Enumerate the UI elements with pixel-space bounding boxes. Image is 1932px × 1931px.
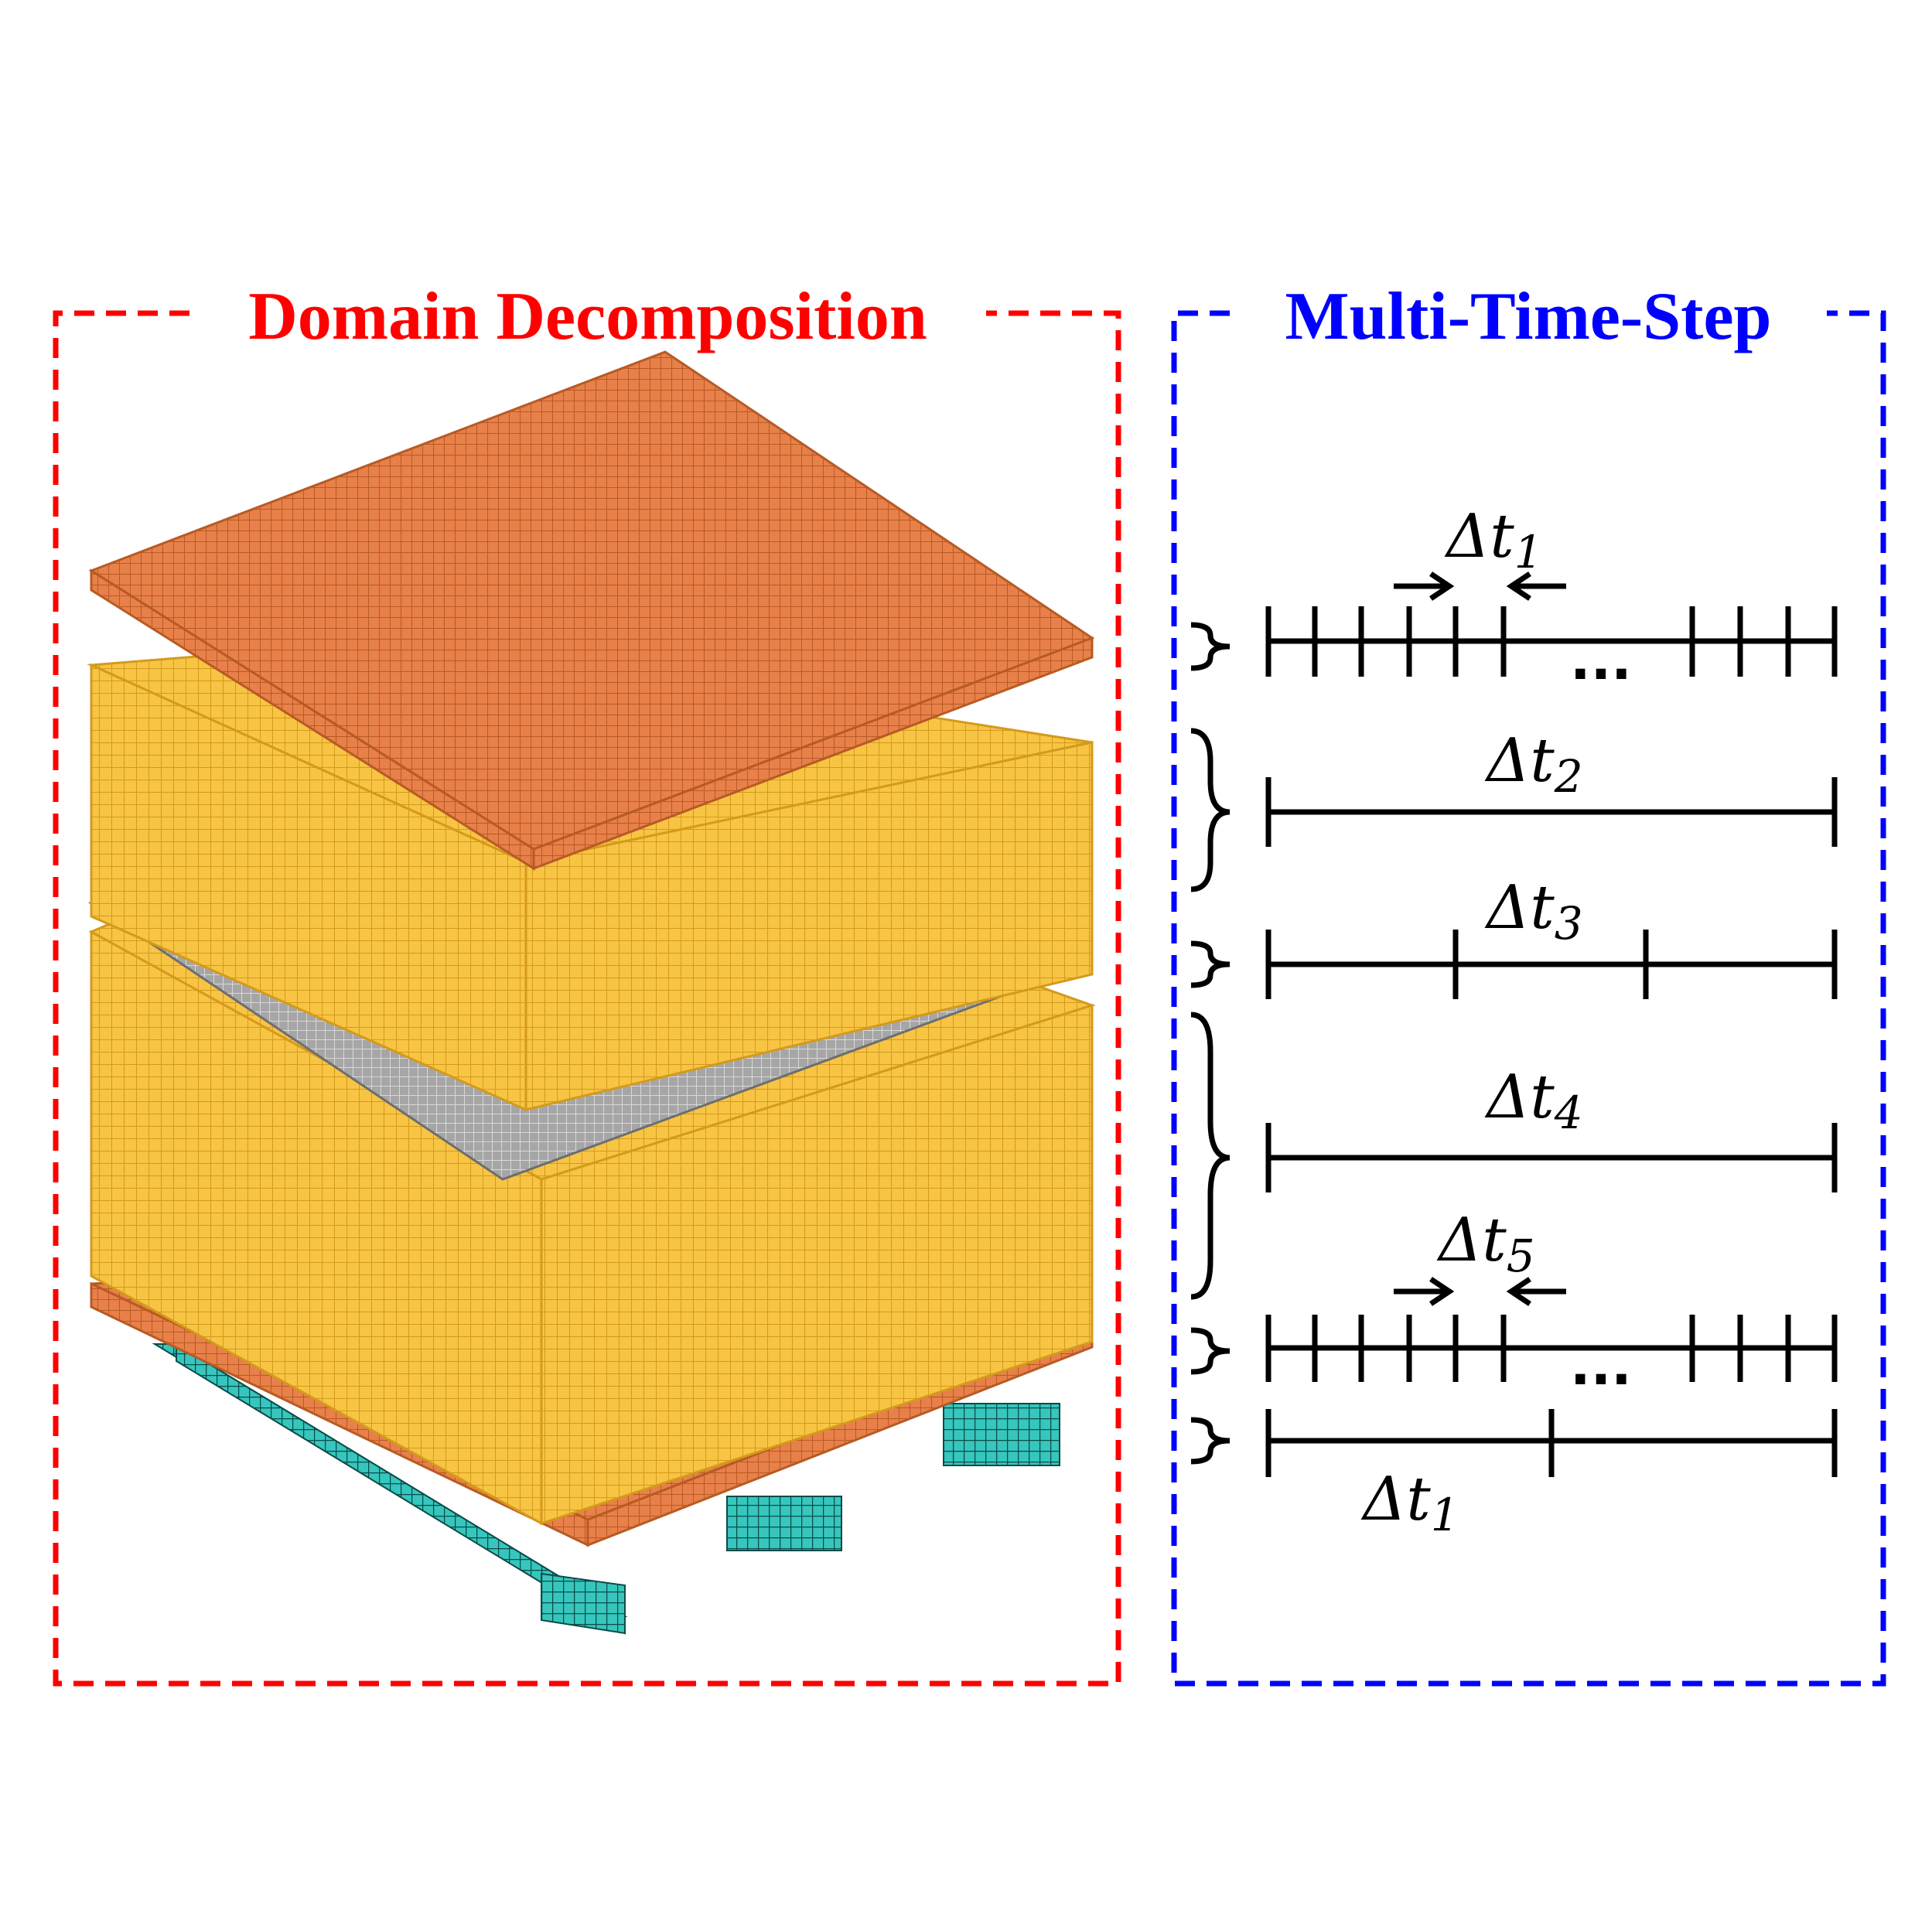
brace-1 bbox=[1190, 622, 1231, 671]
support-beams bbox=[152, 1342, 1060, 1635]
timeline-6 bbox=[1190, 1409, 1838, 1477]
domain-decomposition-panel: Domain Decomposition bbox=[53, 279, 1121, 1687]
dt1-top-label: Δt1 bbox=[1444, 502, 1543, 578]
dt2-label: Δt2 bbox=[1484, 726, 1583, 803]
dt1-bottom-label: Δt1 bbox=[1360, 1465, 1459, 1541]
brace-5 bbox=[1190, 1327, 1231, 1375]
ellipsis-5: ... bbox=[1570, 1334, 1632, 1397]
multi-time-step-title: Multi-Time-Step bbox=[1285, 279, 1772, 354]
timeline-4 bbox=[1190, 1012, 1838, 1300]
top-plate bbox=[88, 350, 1095, 871]
multi-time-step-panel: Multi-Time-Step bbox=[1171, 279, 1886, 1687]
brace-6 bbox=[1190, 1417, 1231, 1465]
dt4-label: Δt4 bbox=[1484, 1063, 1583, 1139]
timeline-5 bbox=[1190, 1277, 1838, 1382]
timeline-1 bbox=[1190, 571, 1838, 677]
timeline-2 bbox=[1190, 728, 1838, 892]
brace-2 bbox=[1190, 728, 1231, 892]
timeline-3 bbox=[1190, 930, 1838, 999]
ellipsis-1: ... bbox=[1570, 629, 1632, 692]
brace-3 bbox=[1190, 940, 1231, 988]
blue-dashed-frame bbox=[1171, 310, 1886, 1687]
domain-decomposition-title: Domain Decomposition bbox=[248, 279, 927, 354]
dt3-label: Δt3 bbox=[1484, 873, 1583, 950]
brace-4 bbox=[1190, 1012, 1231, 1300]
dt5-label: Δt5 bbox=[1436, 1206, 1535, 1282]
red-dashed-frame bbox=[53, 310, 1121, 1687]
